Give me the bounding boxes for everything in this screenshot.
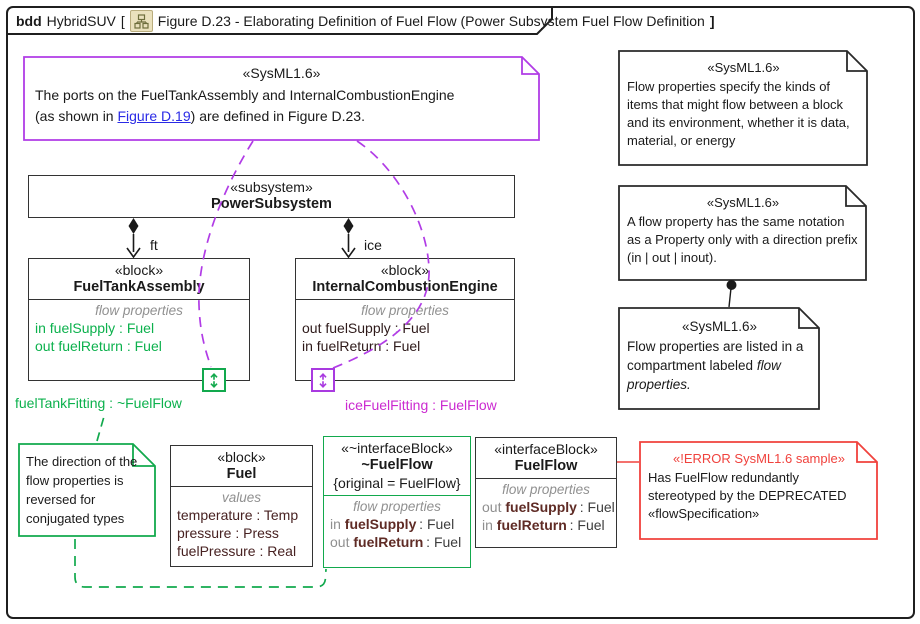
role-label-ft: ft [150,237,158,253]
block-constraint: {original = FuelFlow} [333,475,461,491]
note-stereotype: «SysML1.6» [707,60,780,75]
block-fuel-tank-assembly[interactable]: «block» FuelTankAssembly flow properties… [28,258,250,381]
block-stereotype: «block» [217,449,266,465]
flow-property: in fuelSupply : Fuel [330,516,455,532]
note-stereotype: «SysML1.6» [706,195,780,210]
diagram-title: Figure D.23 - Elaborating Definition of … [157,13,705,29]
flow-port-arrows-icon [210,372,218,388]
compartment-label: values [221,490,262,505]
bdd-diagram-icon [129,10,153,32]
flow-property: in fuelReturn : Fuel [482,517,605,533]
block-internal-combustion-engine[interactable]: «block» InternalCombustionEngine flow pr… [295,258,515,381]
compartment-label: flow properties [95,303,183,318]
figure-d19-link[interactable]: Figure D.19 [117,108,191,124]
role-label-ice: ice [364,237,382,253]
port-label-ice-fuel-fitting: iceFuelFitting : FuelFlow [345,397,497,413]
diagram-model-name: HybridSUV [46,13,116,29]
note-text: A flow property has the same notation as… [627,214,858,265]
note-flow-property-kinds[interactable]: «SysML1.6» Flow properties specify the k… [618,50,868,166]
block-stereotype: «subsystem» [230,179,313,195]
block-stereotype: «block» [380,262,430,278]
note-flow-properties-compartment[interactable]: «SysML1.6» Flow properties are listed in… [618,307,820,410]
error-stereotype: «!ERROR SysML1.6 sample» [673,451,845,466]
note-conjugated-direction[interactable]: The direction of the flow properties is … [18,443,156,537]
flow-property: in fuelSupply : Fuel [35,320,155,336]
open-bracket: [ [120,13,125,29]
block-stereotype: «interfaceBlock» [494,441,598,457]
note-text: Flow properties specify the kinds of ite… [627,79,850,148]
note-text-line1: The ports on the FuelTankAssembly and In… [35,87,455,103]
block-name: FuelFlow [514,458,578,474]
block-stereotype: «~interfaceBlock» [341,440,453,456]
flow-property: in fuelReturn : Fuel [302,338,421,354]
note-text: The direction of the flow properties is … [26,454,138,526]
flow-property: out fuelReturn : Fuel [35,338,162,354]
flow-property: out fuelSupply : Fuel [482,499,615,515]
note-text: Has FuelFlow redundantly stereotyped by … [648,470,847,521]
block-conjugated-fuel-flow[interactable]: «~interfaceBlock» ~FuelFlow {original = … [323,436,471,568]
compartment-label: flow properties [361,303,449,318]
note-ports-defined[interactable]: «SysML1.6» The ports on the FuelTankAsse… [23,56,540,141]
value-property: fuelPressure : Real [177,543,297,559]
block-name: ~FuelFlow [361,457,433,473]
block-name: PowerSubsystem [211,196,332,212]
value-property: temperature : Temp [177,507,299,523]
port-ice-fuel-fitting[interactable] [311,368,335,392]
diagram-header: bdd HybridSUV [ Figure D.23 - Elaboratin… [8,8,714,34]
note-flow-property-notation[interactable]: «SysML1.6» A flow property has the same … [618,185,867,281]
note-stereotype: «SysML1.6» [681,319,758,334]
block-stereotype: «block» [114,262,164,278]
block-power-subsystem[interactable]: «subsystem» PowerSubsystem [28,175,515,218]
block-name: FuelTankAssembly [73,279,205,295]
block-name: InternalCombustionEngine [312,279,498,295]
note-text-line2: (as shown in Figure D.19) are defined in… [35,108,365,124]
note-stereotype: «SysML1.6» [242,65,321,81]
value-property: pressure : Press [177,525,279,541]
compartment-label: flow properties [353,499,441,514]
compartment-label: flow properties [502,482,590,497]
close-bracket: ] [709,13,715,29]
flow-port-arrows-icon [319,372,327,388]
port-fuel-tank-fitting[interactable] [202,368,226,392]
flow-property: out fuelReturn : Fuel [330,534,462,550]
port-label-fuel-tank-fitting: fuelTankFitting : ~FuelFlow [15,395,182,411]
diagram-kind-label: bdd [16,13,42,29]
block-fuel-flow[interactable]: «interfaceBlock» FuelFlow flow propertie… [475,437,617,548]
block-fuel[interactable]: «block» Fuel values temperature : Temp p… [170,445,313,567]
note-text: Flow properties are listed in a compartm… [627,339,804,392]
note-error-deprecated[interactable]: «!ERROR SysML1.6 sample» Has FuelFlow re… [639,441,878,540]
block-name: Fuel [226,466,257,482]
flow-property: out fuelSupply : Fuel [302,320,430,336]
